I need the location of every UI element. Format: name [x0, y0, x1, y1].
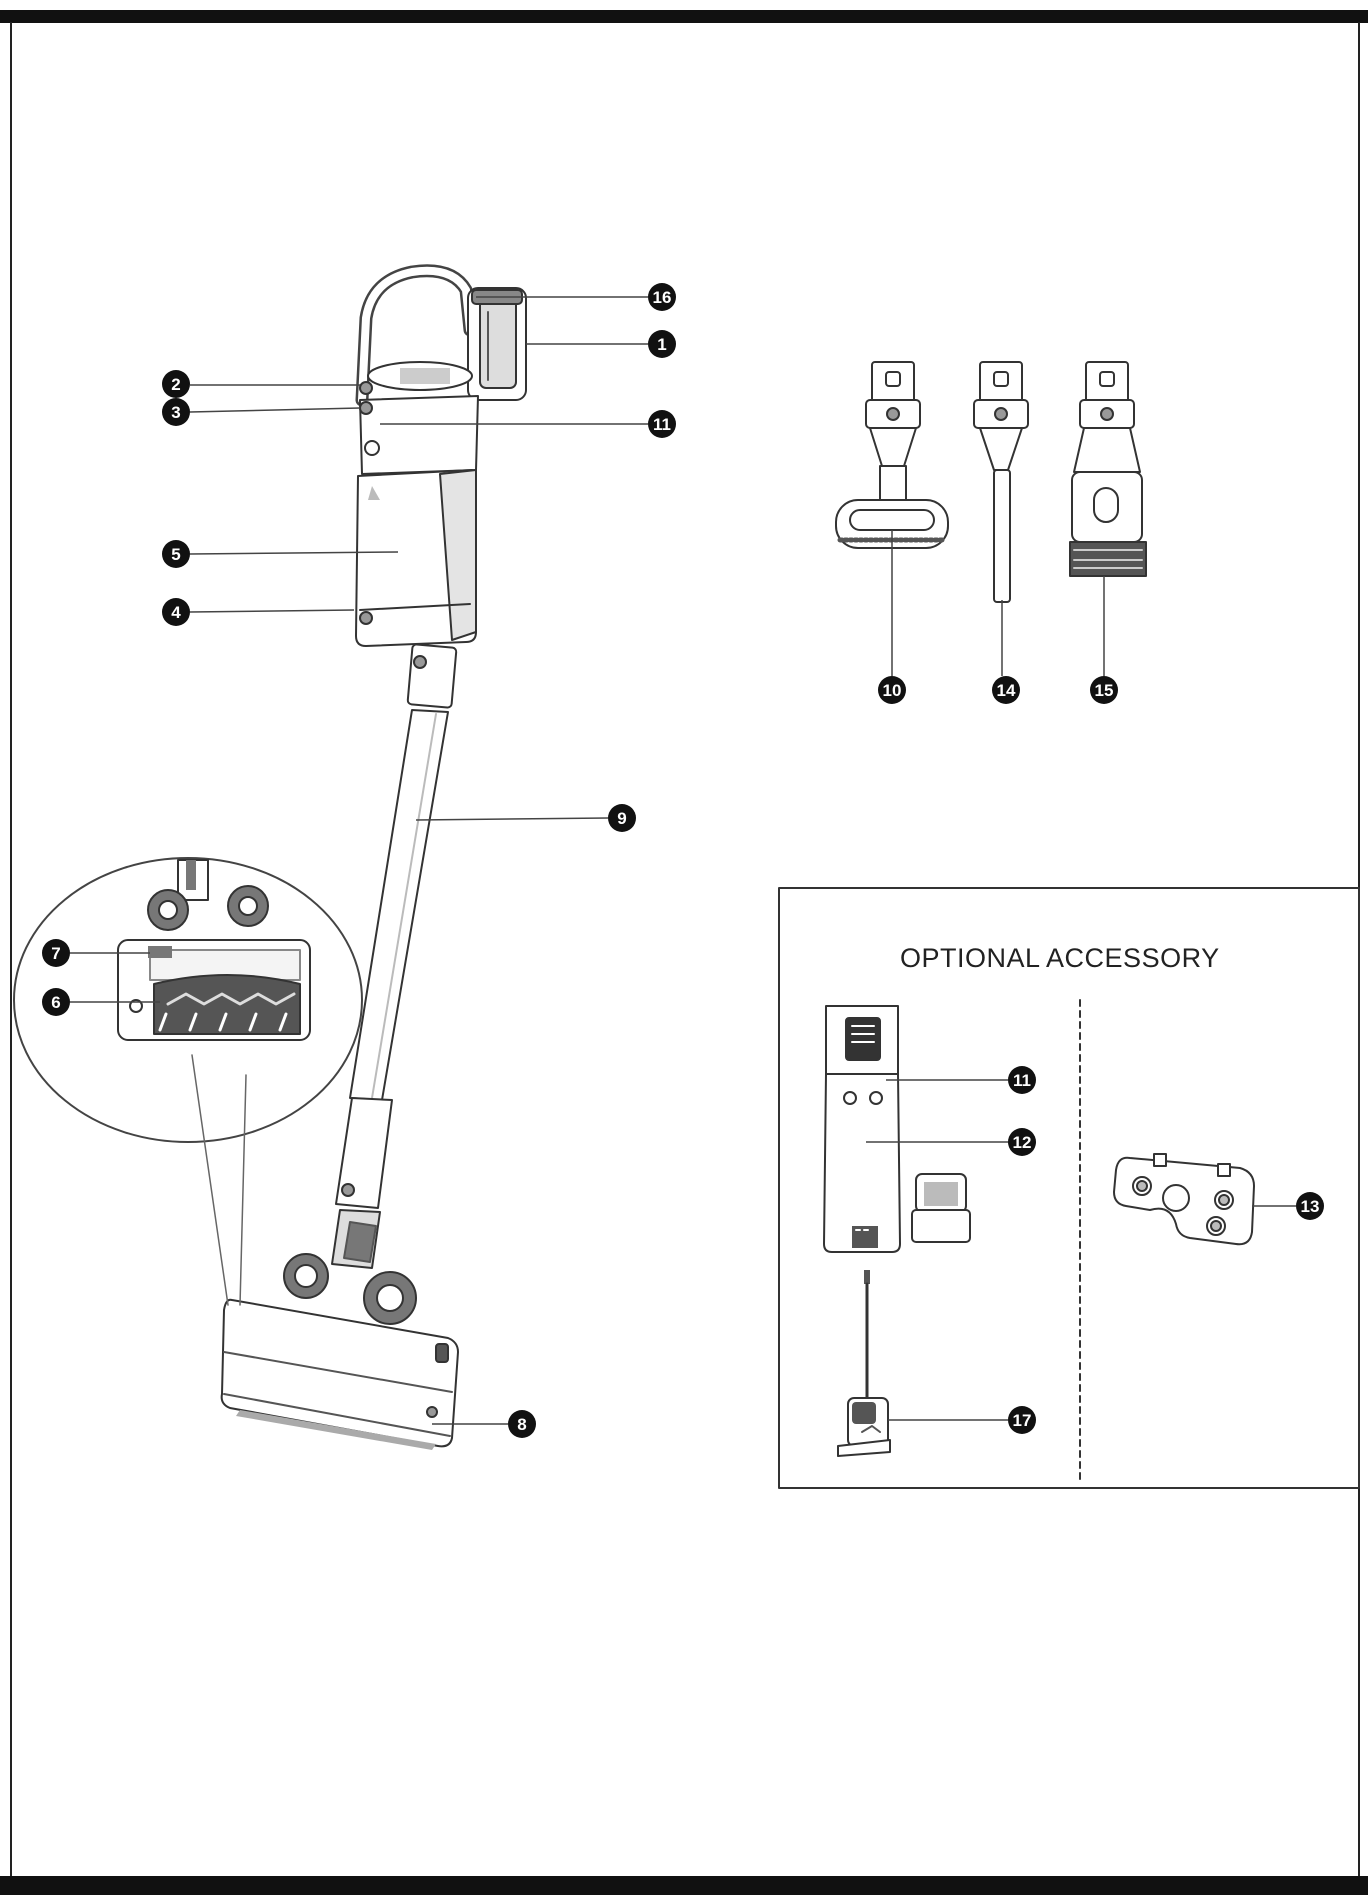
- callout-9: 9: [608, 804, 636, 832]
- callout-12: 12: [1008, 1128, 1036, 1156]
- callout-4: 4: [162, 598, 190, 626]
- callout-6: 6: [42, 988, 70, 1016]
- callout-10: 10: [878, 676, 906, 704]
- svg-text:3: 3: [171, 403, 180, 422]
- svg-text:4: 4: [171, 603, 181, 622]
- callout-14: 14: [992, 676, 1020, 704]
- bottom-border-bar: [0, 1876, 1368, 1895]
- svg-text:15: 15: [1095, 681, 1114, 700]
- wall-mount-bracket-illustration: [823, 1005, 971, 1253]
- floor-brush-head-illustration: [220, 1298, 459, 1450]
- motor-housing-illustration: [359, 361, 479, 475]
- optional-accessory-title: OPTIONAL ACCESSORY: [900, 943, 1220, 973]
- brush-tool-illustration: [835, 361, 949, 549]
- floor-head-wheels-illustration: [283, 1253, 417, 1325]
- callout-11-accessory: 11: [1008, 1066, 1036, 1094]
- dusting-brush-tool-illustration: [1069, 361, 1147, 577]
- callout-16: 16: [648, 283, 676, 311]
- svg-text:12: 12: [1013, 1133, 1032, 1152]
- svg-text:7: 7: [51, 944, 60, 963]
- floor-head-neck-illustration: [331, 1097, 393, 1269]
- callout-8: 8: [508, 1410, 536, 1438]
- svg-text:5: 5: [171, 545, 180, 564]
- top-border-bar: [0, 10, 1368, 23]
- leader-lines: [70, 296, 1296, 1425]
- svg-text:10: 10: [883, 681, 902, 700]
- callout-7: 7: [42, 939, 70, 967]
- callout-17: 17: [1008, 1406, 1036, 1434]
- optional-accessory-box: [778, 887, 1360, 1489]
- svg-text:14: 14: [997, 681, 1016, 700]
- svg-text:16: 16: [653, 288, 672, 307]
- brushroll-zoom-illustration: [13, 857, 363, 1306]
- svg-text:8: 8: [517, 1415, 526, 1434]
- svg-text:1: 1: [657, 335, 666, 354]
- svg-text:6: 6: [51, 993, 60, 1012]
- callout-2: 2: [162, 370, 190, 398]
- callout-11-upper: 11: [648, 410, 676, 438]
- callout-13: 13: [1296, 1192, 1324, 1220]
- wall-plate-illustration: [1113, 1153, 1255, 1246]
- handle-illustration: [355, 264, 477, 407]
- wand-tube-illustration: [349, 643, 458, 1101]
- battery-pack-illustration: [467, 287, 527, 401]
- svg-text:11: 11: [653, 415, 671, 434]
- svg-text:2: 2: [171, 375, 180, 394]
- svg-text:9: 9: [617, 809, 626, 828]
- crevice-tool-illustration: [973, 361, 1029, 603]
- svg-text:13: 13: [1301, 1197, 1320, 1216]
- callout-1: 1: [648, 330, 676, 358]
- dust-cup-illustration: [355, 469, 477, 647]
- callout-3: 3: [162, 398, 190, 426]
- callout-15: 15: [1090, 676, 1118, 704]
- svg-text:17: 17: [1013, 1411, 1032, 1430]
- callout-5: 5: [162, 540, 190, 568]
- charger-adapter-illustration: [837, 1270, 891, 1457]
- svg-text:11: 11: [1013, 1071, 1031, 1090]
